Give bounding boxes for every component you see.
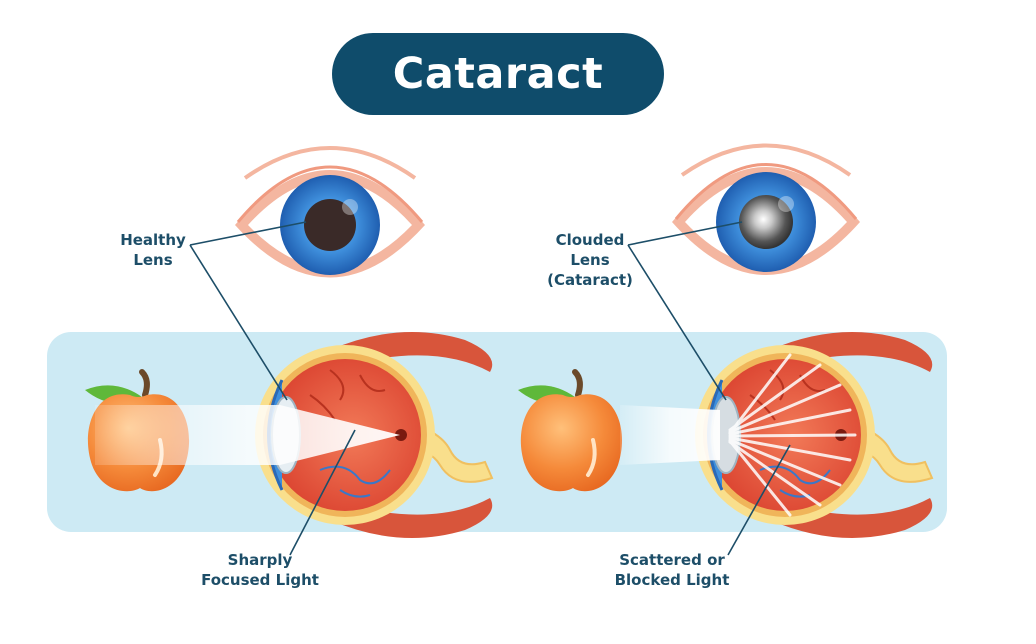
leader-lines [189,221,791,556]
title-badge: Cataract [332,33,664,115]
label-healthy-lens: Healthy Lens [120,231,186,269]
eye-cross-section-icon-healthy [95,332,494,538]
eye-cross-section-icon-cataract [620,332,934,538]
label-focused-light: Sharply Focused Light [201,551,319,589]
label-scattered-light: Scattered or Blocked Light [614,551,730,589]
title-text: Cataract [392,49,604,99]
apple-icon-right [518,369,623,492]
eye-front-icon-healthy [235,146,425,278]
label-clouded-lens: Clouded Lens (Cataract) [547,231,633,289]
eye-front-icon-cataract [672,143,860,275]
